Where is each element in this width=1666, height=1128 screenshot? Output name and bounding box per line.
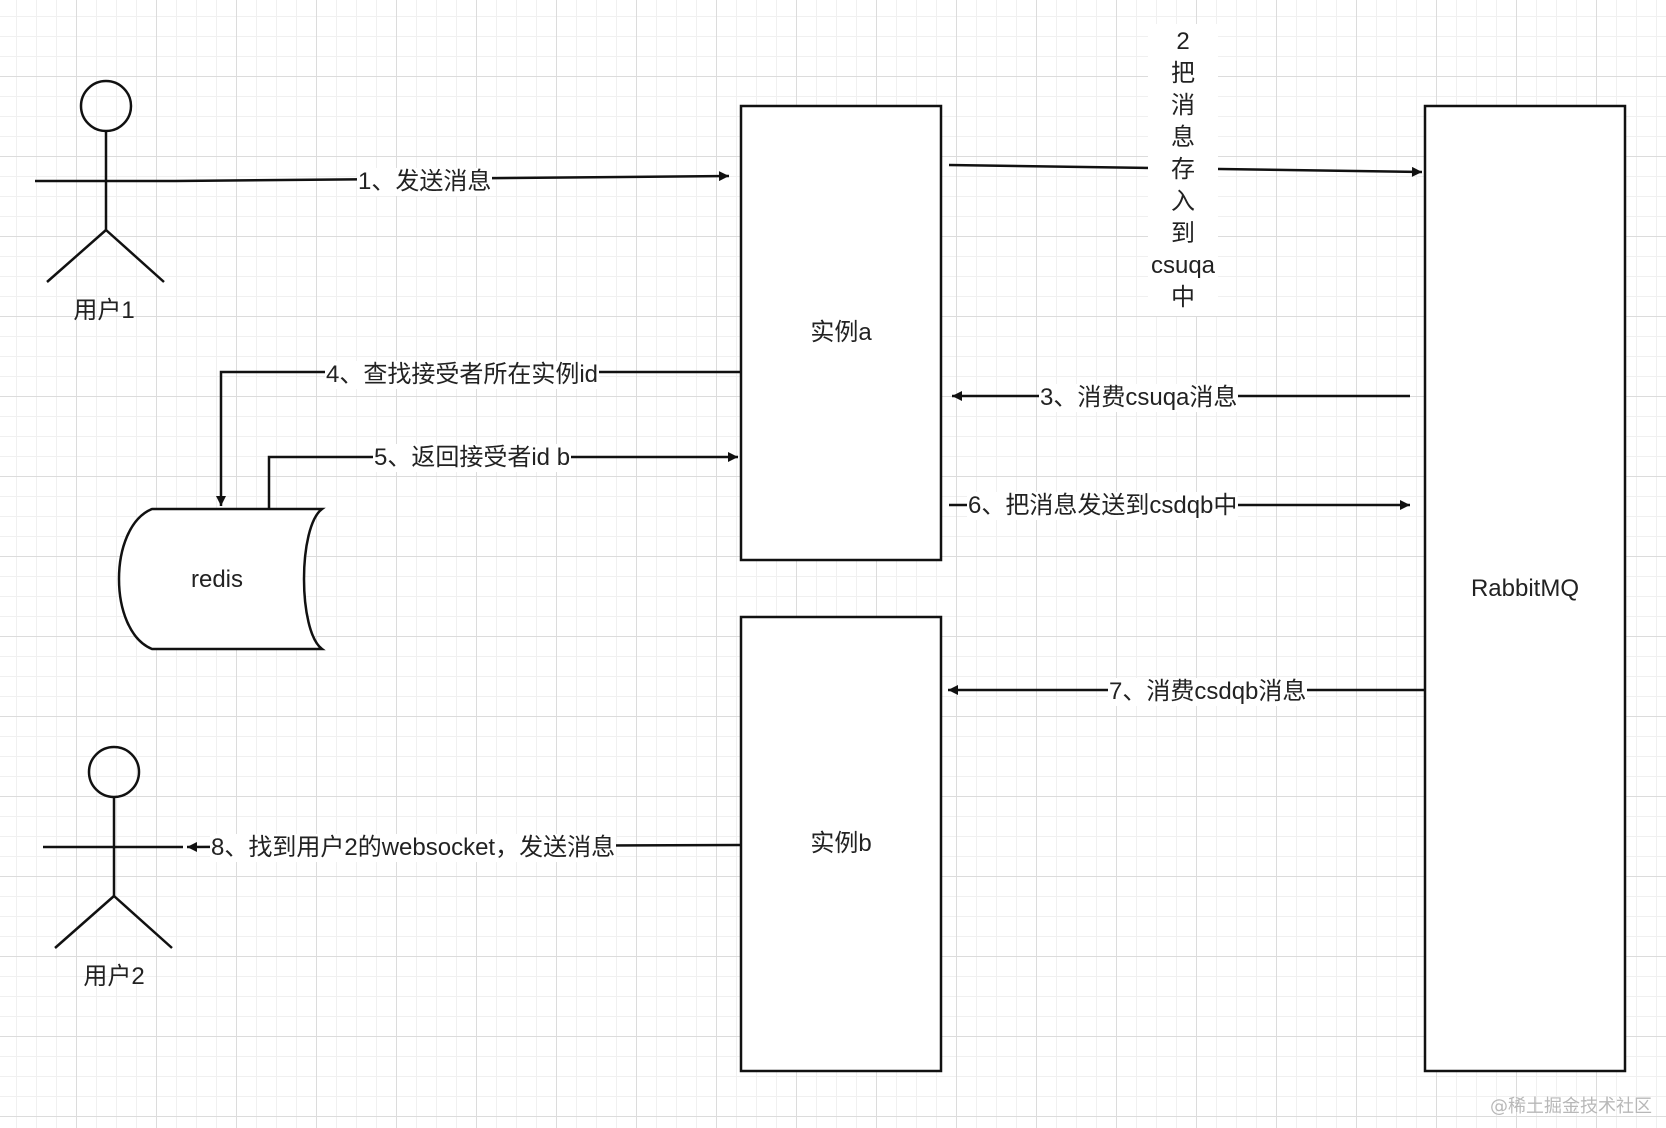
rabbitmq-box — [1423, 104, 1627, 1073]
step2-char: 消 — [1171, 92, 1195, 119]
redis-shape — [117, 507, 326, 651]
step2-char: 存 — [1171, 156, 1195, 183]
edge-label-step1: 1、发送消息 — [357, 168, 493, 196]
user1-label: 用户1 — [73, 297, 135, 324]
step2-char: 息 — [1171, 124, 1195, 151]
edge-label-step6: 6、把消息发送到csdqb中 — [967, 492, 1239, 520]
edge-label-step8: 8、找到用户2的websocket，发送消息 — [210, 834, 617, 862]
rabbitmq-label: RabbitMQ — [1470, 575, 1580, 602]
edge-label-step7: 7、消费csdqb消息 — [1108, 678, 1308, 706]
edge-label-step4: 4、查找接受者所在实例id — [325, 361, 600, 389]
actor-user1-icon — [35, 79, 175, 283]
edge-label-step5: 5、返回接受者id b — [373, 444, 572, 472]
step2-char: 中 — [1171, 284, 1195, 311]
actor-user2-icon — [43, 745, 183, 949]
instance-a-box — [739, 104, 943, 562]
step2-char: csuqa — [1150, 252, 1216, 279]
instance-b-box — [739, 615, 943, 1073]
edge-step4 — [216, 370, 741, 506]
step2-char: 到 — [1171, 220, 1195, 247]
step2-char: 2 — [1176, 28, 1190, 55]
user2-label: 用户2 — [83, 963, 145, 990]
edge-label-step2: 2 把 消 息 存 入 到 csuqa 中 — [1148, 24, 1218, 316]
step2-char: 入 — [1171, 188, 1195, 215]
edge-label-step3: 3、消费csuqa消息 — [1039, 384, 1239, 412]
instance-a-label: 实例a — [810, 319, 872, 346]
step2-char: 把 — [1171, 60, 1195, 87]
redis-label: redis — [190, 566, 244, 593]
instance-b-label: 实例b — [810, 830, 872, 857]
watermark: @稀土掘金技术社区 — [1490, 1096, 1652, 1117]
edge-step5 — [267, 452, 738, 509]
